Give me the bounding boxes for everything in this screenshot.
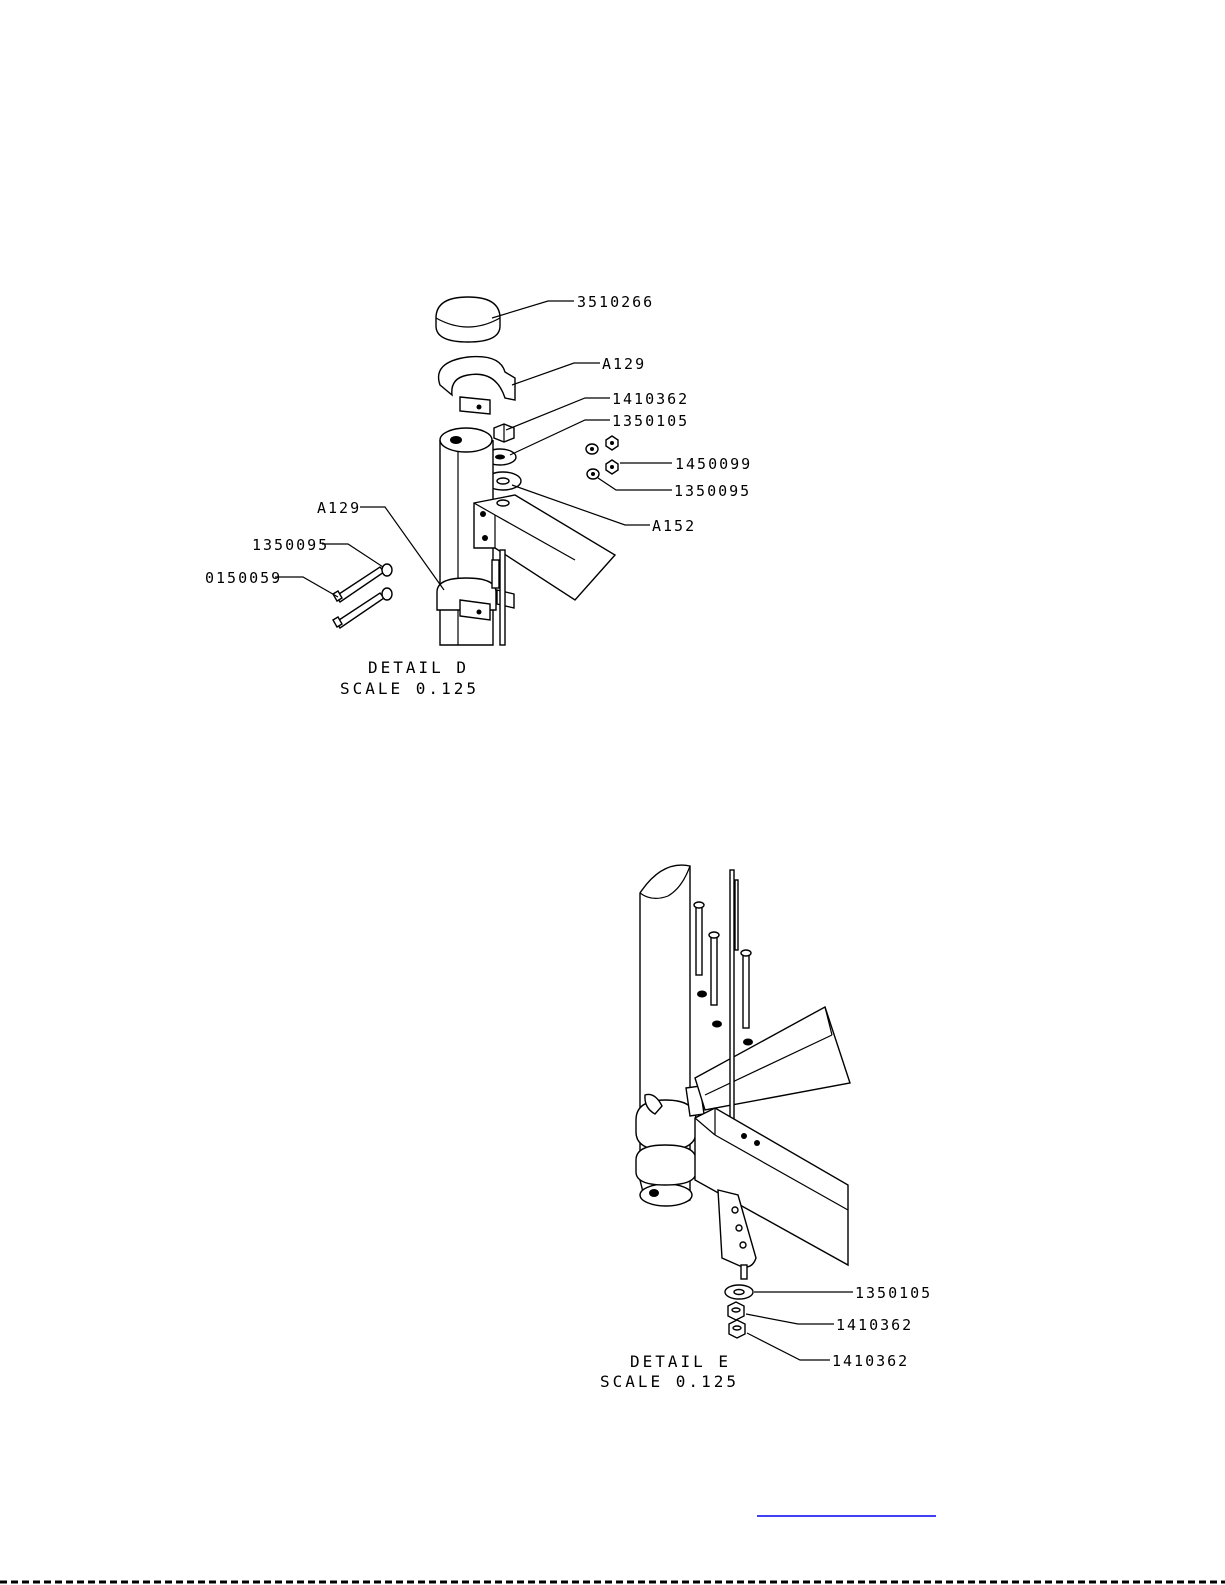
callout-clamp-bottom: A129 bbox=[317, 499, 361, 517]
callout-washer-e: 1350105 bbox=[855, 1284, 932, 1302]
detail-e-scale: SCALE 0.125 bbox=[600, 1372, 739, 1391]
detail-e-drawing: 1350105 1410362 1410362 DETAIL E SCALE 0… bbox=[600, 865, 932, 1391]
detail-d-drawing: 3510266 A129 1410362 1350105 1450099 135… bbox=[205, 293, 752, 698]
top-clamp bbox=[439, 357, 515, 414]
washer-e bbox=[725, 1285, 753, 1299]
callouts-e: 1350105 1410362 1410362 bbox=[832, 1284, 932, 1370]
nut-d bbox=[494, 424, 514, 442]
left-bolts-d bbox=[333, 564, 392, 628]
callout-clamp-top: A129 bbox=[602, 355, 646, 373]
callout-nut-e-1: 1410362 bbox=[836, 1316, 913, 1334]
callout-bolt: 0150059 bbox=[205, 569, 282, 587]
callout-cap: 3510266 bbox=[577, 293, 654, 311]
callout-nut: 1410362 bbox=[612, 390, 689, 408]
front-arm-e bbox=[695, 1108, 848, 1265]
callout-washer: 1350105 bbox=[612, 412, 689, 430]
callout-lockwasher-left: 1350095 bbox=[252, 536, 329, 554]
callout-lockwasher-right: 1350095 bbox=[674, 482, 751, 500]
callout-nut-e-2: 1410362 bbox=[832, 1352, 909, 1370]
detail-d-scale: SCALE 0.125 bbox=[340, 679, 479, 698]
detail-d-title: DETAIL D bbox=[368, 658, 469, 677]
right-fasteners-d bbox=[586, 436, 618, 479]
nuts-e bbox=[728, 1302, 745, 1338]
callout-nut-right: 1450099 bbox=[675, 455, 752, 473]
clamps-e bbox=[636, 1086, 704, 1185]
callout-pivot-washer: A152 bbox=[652, 517, 696, 535]
end-cap bbox=[436, 297, 500, 342]
detail-e-title: DETAIL E bbox=[630, 1352, 731, 1371]
